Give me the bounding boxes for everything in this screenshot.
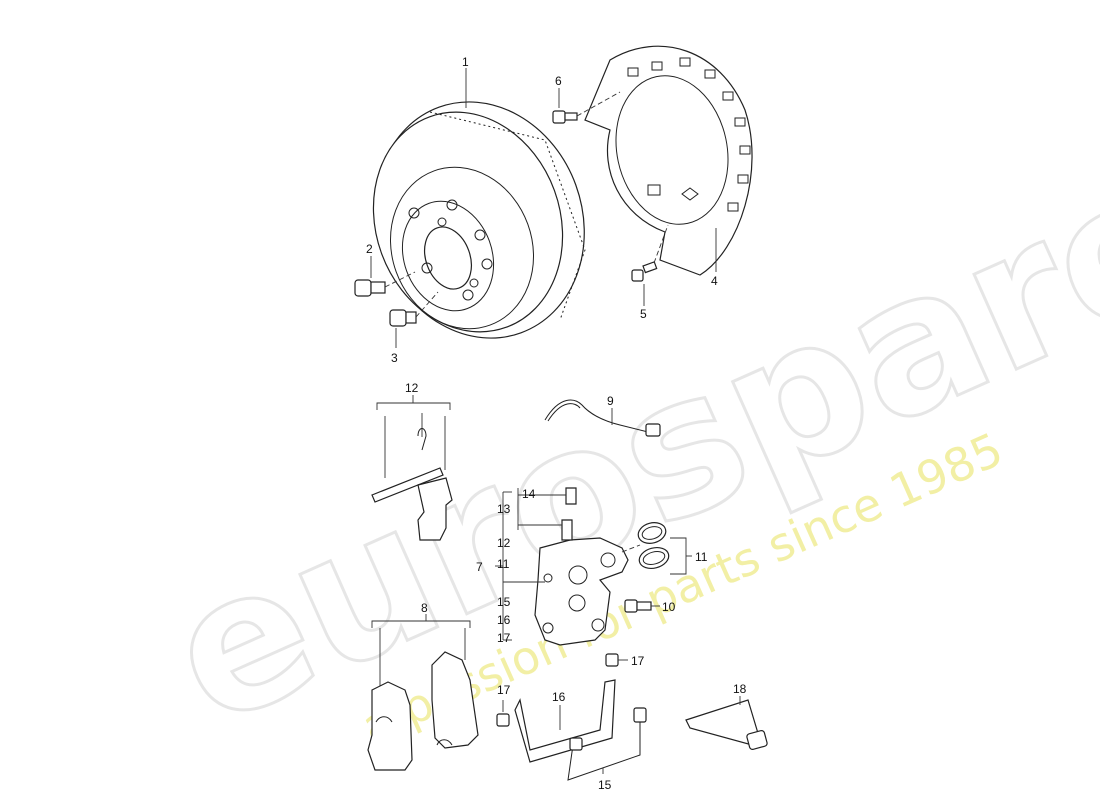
backing-plate — [584, 45, 753, 276]
brake-disc — [372, 68, 586, 339]
bolt-5 — [631, 224, 669, 306]
callout-10: 10 — [662, 600, 676, 614]
callout-5: 5 — [640, 307, 647, 321]
bolt-6 — [552, 88, 621, 124]
callout-6: 6 — [555, 74, 562, 88]
callout-15-line: 15 — [598, 778, 612, 792]
seal-rings — [621, 522, 692, 575]
callout-11-seal: 11 — [695, 550, 708, 564]
pin-kit — [371, 395, 453, 541]
callout-16-caliper: 16 — [497, 613, 511, 627]
callout-1: 1 — [462, 55, 469, 69]
callout-4: 4 — [711, 274, 718, 288]
wheel-screw-2 — [354, 256, 416, 297]
brake-caliper — [495, 487, 629, 646]
callout-8: 8 — [421, 601, 428, 615]
callout-15-caliper: 15 — [497, 595, 511, 609]
callout-3: 3 — [391, 351, 398, 365]
callout-2: 2 — [366, 242, 373, 256]
wear-sensor — [544, 399, 661, 437]
bracket-16 — [514, 679, 616, 763]
callout-17-lower: 17 — [497, 683, 511, 697]
brake-line — [567, 707, 647, 781]
callout-9: 9 — [607, 394, 614, 408]
callout-12-caliper: 12 — [497, 536, 511, 550]
callout-16-bracket: 16 — [552, 690, 566, 704]
callout-17-screw: 17 — [631, 654, 645, 668]
callout-13: 13 — [497, 502, 511, 516]
callout-17-caliper: 17 — [497, 631, 511, 645]
screw-17 — [496, 653, 628, 727]
screw-3 — [389, 291, 439, 348]
callout-18: 18 — [733, 682, 747, 696]
bolt-10 — [624, 599, 660, 613]
brake-pads — [367, 614, 479, 771]
callout-12-pins: 12 — [405, 381, 419, 395]
grease-tube — [685, 696, 768, 750]
callout-14: 14 — [522, 487, 536, 501]
callout-7: 7 — [476, 560, 483, 574]
callout-11-caliper: 11 — [497, 557, 510, 571]
